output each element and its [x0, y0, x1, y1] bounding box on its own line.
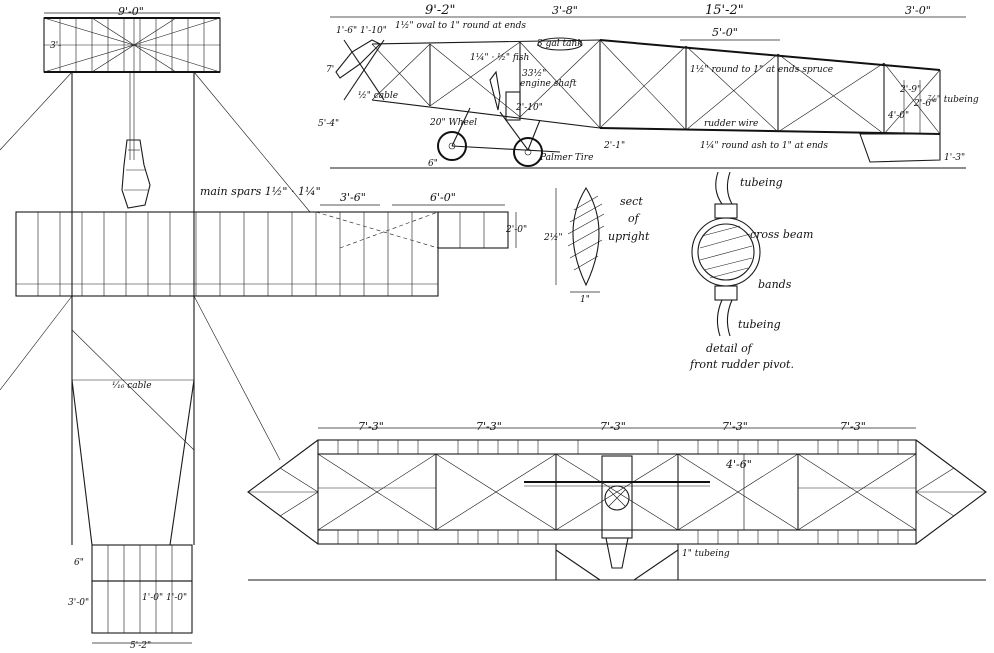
tail-plane — [91, 544, 193, 582]
tubeing-note: ⅞" tubeing — [928, 95, 979, 105]
tail-depth-label: 3'-0" — [68, 598, 89, 608]
pivot-bands: bands — [758, 278, 792, 291]
extension-1-label: 3'-6" — [340, 191, 366, 204]
bay-1-label: 7'-3" — [358, 420, 384, 433]
oval-note: 1½" oval to 1" round at ends — [395, 20, 526, 31]
tubeing-label: 1" tubeing — [682, 549, 730, 559]
wing-extension-tip — [437, 211, 509, 249]
fish-note: 1¼" · ½" fish — [470, 52, 529, 63]
ash-note: 1¼" round ash to 1" at ends — [700, 140, 828, 151]
tail-width-label: 5'-2" — [130, 641, 151, 651]
engine-shaft-label: engine shaft — [520, 79, 577, 89]
nose-2-label: 1'-10" — [360, 26, 387, 36]
dim-6-label: 6" — [428, 159, 438, 169]
side-view: 9'-2" 3'-8" 15'-2" 3'-0" 5'-0" 1'-6" 1'-… — [318, 3, 979, 169]
pivot-cross-beam: cross beam — [750, 228, 813, 241]
front-skid — [605, 537, 629, 569]
upright-profile — [572, 186, 600, 287]
round-note: 1½" round to 1" at ends spruce — [690, 64, 833, 75]
cable-side-label: ½" cable — [358, 90, 398, 101]
nose-1-label: 1'-6" — [336, 26, 357, 36]
upright-title-2: of — [628, 212, 641, 225]
main-plane — [15, 211, 439, 297]
palmer-tire-label: Palmer Tire — [539, 153, 593, 163]
upright-title-3: upright — [608, 230, 650, 243]
pivot-detail: tubeing cross beam bands tubeing detail … — [689, 171, 813, 371]
tail-4-0: 4'-0" — [887, 111, 909, 121]
gas-tank — [537, 37, 583, 51]
main-spars-label: main spars 1½" · 1¼" — [200, 185, 321, 198]
bay-3-label: 7'-3" — [600, 420, 626, 433]
propeller-hub — [604, 485, 630, 511]
upper-plane — [317, 439, 917, 455]
gap-dim-label: 3'-8" — [552, 4, 578, 17]
height-7-label: 7' — [326, 65, 334, 75]
main-plane-ribs — [37, 211, 485, 296]
rear-wheel — [513, 137, 543, 167]
tail-2-6: 2'-6" — [913, 99, 935, 109]
wheel-label: 20" Wheel — [429, 118, 477, 128]
front-dim-label: 9'-2" — [425, 3, 456, 18]
mid-dim-label: 15'-2" — [705, 3, 744, 18]
dim-33-label: 33½" — [522, 68, 546, 79]
extension-2-label: 6'-0" — [430, 191, 456, 204]
bay-2-label: 7'-3" — [476, 420, 502, 433]
pivot-caption-2: front rudder pivot. — [689, 358, 794, 371]
tail-sub-1: 1'-0" — [142, 593, 163, 603]
rudder-wire-label: rudder wire — [704, 119, 758, 129]
dim-2-1-label: 2'-1" — [603, 141, 625, 151]
elevator-depth-label: 3'- — [50, 41, 61, 51]
pivot-caption-1: detail of — [706, 342, 754, 355]
tail-2-9: 2'-9" — [899, 85, 921, 95]
height-5-4-label: 5'-4" — [318, 119, 339, 129]
elevator-width-label: 9'-0" — [118, 5, 144, 18]
pilot-seat — [505, 91, 521, 121]
pivot-tubeing-top: tubeing — [740, 176, 783, 189]
tubeing-bottom — [716, 299, 733, 337]
cable-label: ¹⁄₁₆ cable — [112, 381, 152, 391]
pivot-tubeing-bottom: tubeing — [738, 318, 781, 331]
elevator-ribs — [43, 17, 221, 73]
upright-section: 2½" 1" sect of upright — [543, 186, 650, 305]
upright-height: 2½" — [543, 232, 563, 243]
engine-radiator — [121, 139, 151, 209]
front-view: 7'-3" 7'-3" 7'-3" 7'-3" 7'-3" — [247, 420, 987, 581]
upright-title-1: sect — [620, 195, 643, 208]
chord-label: 2'-0" — [505, 225, 527, 235]
gas-tank-label: 3 gal tank — [537, 39, 583, 49]
tail-fin-side — [859, 133, 941, 163]
tail-1-3: 1'-3" — [944, 153, 965, 163]
dim-2-10-label: 2'-10" — [515, 103, 543, 113]
plan-view: 9'-0" 3'- 3 — [0, 5, 527, 651]
bay-4-label: 7'-3" — [722, 420, 748, 433]
tail-dim-6: 6" — [74, 558, 84, 568]
tail-dim-label: 3'-0" — [905, 4, 931, 17]
rudder — [91, 580, 193, 634]
front-wheel — [437, 131, 467, 161]
upright-width: 1" — [580, 295, 590, 305]
tubeing-top — [715, 171, 733, 205]
gap-label: 4'-6" — [725, 458, 752, 471]
tail-sub-2: 1'-0" — [166, 593, 187, 603]
sub-dim-label: 5'-0" — [712, 26, 738, 39]
bay-5-label: 7'-3" — [840, 420, 866, 433]
lower-plane — [317, 529, 917, 545]
